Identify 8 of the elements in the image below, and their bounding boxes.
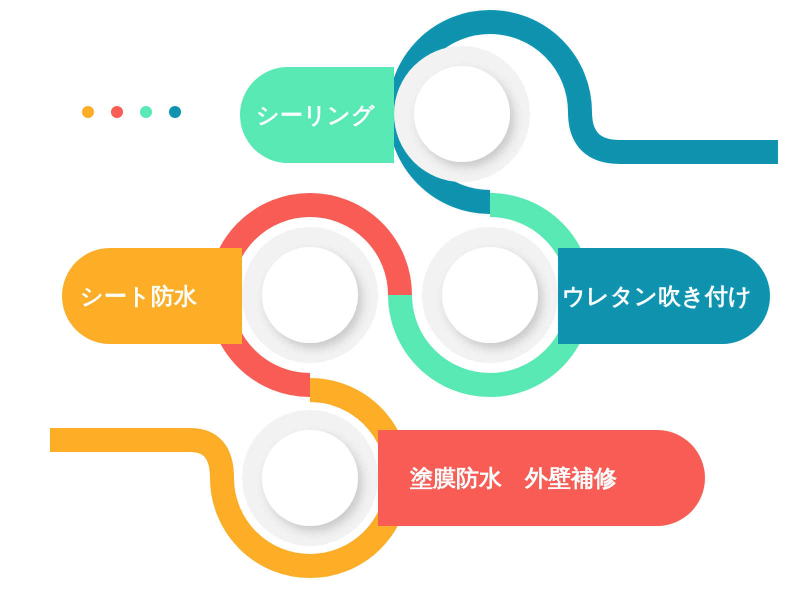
- label-text: 塗膜防水 外壁補修: [410, 464, 617, 494]
- pill-label: [240, 67, 394, 163]
- pill-label: [62, 248, 242, 344]
- label-text: シーリング: [256, 102, 375, 130]
- label-text: ウレタン吹き付け: [562, 282, 752, 312]
- label-text: シート防水: [80, 282, 197, 312]
- pill-label: [558, 248, 770, 344]
- pill-label: [378, 430, 705, 526]
